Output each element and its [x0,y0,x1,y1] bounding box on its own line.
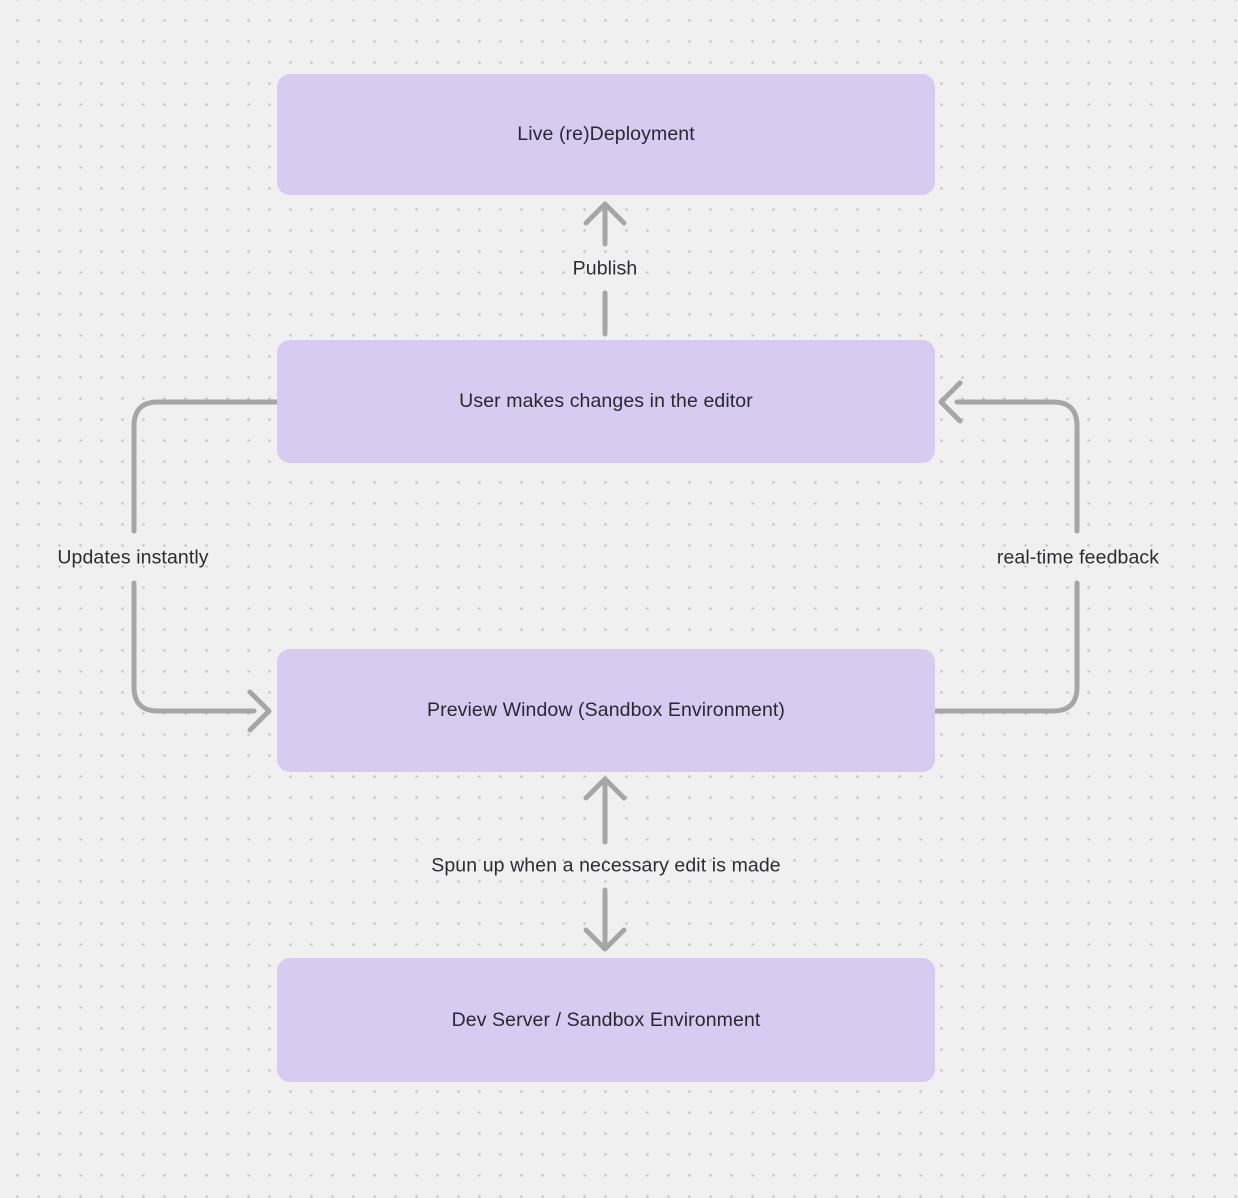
node-user-editor-label: User makes changes in the editor [459,390,753,413]
node-user-editor[interactable]: User makes changes in the editor [277,340,935,463]
publish-arrow-label[interactable]: Publish [572,257,638,280]
node-preview-window[interactable]: Preview Window (Sandbox Environment) [277,649,935,772]
node-dev-server[interactable]: Dev Server / Sandbox Environment [277,958,935,1082]
node-live-redeployment-label: Live (re)Deployment [517,123,695,146]
real-time-feedback-arrow-label[interactable]: real-time feedback [996,546,1160,569]
updates-instantly-arrow-label[interactable]: Updates instantly [57,546,209,569]
node-live-redeployment[interactable]: Live (re)Deployment [277,74,935,195]
spun-up-arrow-label[interactable]: Spun up when a necessary edit is made [431,854,781,877]
node-dev-server-label: Dev Server / Sandbox Environment [451,1008,761,1031]
node-preview-window-label: Preview Window (Sandbox Environment) [427,699,785,722]
